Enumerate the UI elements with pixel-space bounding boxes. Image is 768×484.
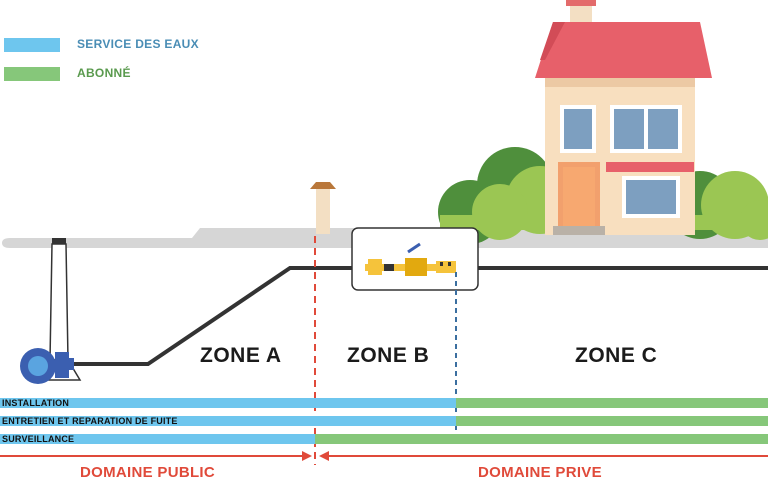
chimney-icon — [310, 182, 336, 234]
house-icon — [535, 0, 712, 235]
water-meter-icon — [351, 227, 479, 291]
domaine-public-label: DOMAINE PUBLIC — [80, 464, 216, 481]
domaine-prive-label: DOMAINE PRIVE — [478, 464, 602, 481]
zone-c-label: ZONE C — [575, 344, 658, 367]
legend-label-abonne: ABONNÉ — [77, 66, 131, 80]
bar-surveillance-abonne — [315, 434, 768, 444]
legend-label-service: SERVICE DES EAUX — [77, 37, 199, 51]
bar-surveillance-service — [0, 434, 315, 444]
bar-label-installation: INSTALLATION — [2, 398, 70, 408]
bar-installation-abonne — [456, 398, 768, 408]
bar-label-entretien: ENTRETIEN ET REPARATION DE FUITE — [2, 416, 178, 426]
domain-arrows — [0, 451, 768, 461]
bar-installation-service — [0, 398, 456, 408]
zone-b-label: ZONE B — [347, 344, 430, 367]
legend-swatch-service — [4, 38, 60, 52]
water-valve-icon — [20, 238, 82, 384]
bar-entretien-service — [0, 416, 456, 426]
legend-swatch-abonne — [4, 67, 60, 81]
bar-entretien-abonne — [456, 416, 768, 426]
zone-a-label: ZONE A — [200, 344, 282, 367]
pipe — [70, 266, 768, 366]
bar-label-surveillance: SURVEILLANCE — [2, 434, 75, 444]
